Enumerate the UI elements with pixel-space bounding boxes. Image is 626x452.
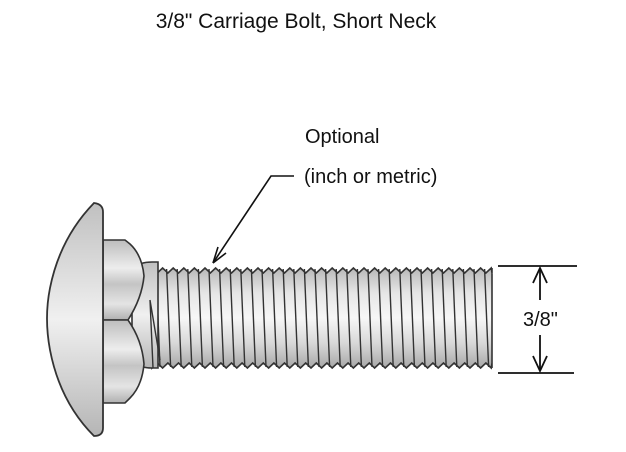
- neck-thread-start: [149, 299, 161, 369]
- thread-crest-line: [367, 268, 373, 368]
- thread-crest-line: [335, 268, 341, 368]
- thread-crest-line: [409, 268, 416, 368]
- thread-crest-line: [250, 268, 257, 368]
- thread-crest-line: [399, 268, 405, 368]
- thread-crest-line: [240, 268, 246, 368]
- thread-crest-line: [293, 268, 299, 368]
- thread-crest-line: [430, 268, 437, 368]
- dimension-label-diameter: 3/8": [523, 309, 558, 331]
- thread-crest-line: [197, 268, 204, 368]
- callout-leader-arrow: [212, 175, 294, 264]
- thread-crest-line: [261, 268, 267, 368]
- callout-label-thread-type: (inch or metric): [304, 166, 438, 188]
- thread-crest-line: [346, 268, 352, 368]
- thread-crest-line: [388, 268, 394, 368]
- thread-crest-line: [356, 268, 363, 368]
- thread-crest-line: [473, 268, 479, 368]
- thread-crest-line: [165, 268, 172, 368]
- square-neck: [102, 239, 145, 404]
- thread-crest-line: [452, 268, 458, 368]
- thread-crest-line: [314, 268, 320, 368]
- diameter-dimension: [498, 265, 577, 374]
- thread-crest-line: [377, 268, 384, 368]
- thread-crest-line: [420, 268, 426, 368]
- thread-crest-line: [282, 268, 288, 368]
- thread-crest-line: [462, 268, 469, 368]
- diagram-title: 3/8" Carriage Bolt, Short Neck: [155, 10, 437, 33]
- threaded-shank: [151, 266, 493, 370]
- thread-crest-line: [271, 268, 278, 368]
- thread-crest-line: [324, 268, 331, 368]
- thread-crest-line: [229, 268, 235, 368]
- thread-crest-line: [187, 268, 193, 368]
- bolt-head: [46, 202, 104, 437]
- thread-crest-line: [208, 268, 214, 368]
- callout-label-optional: Optional: [305, 126, 380, 148]
- thread-crest-line: [441, 268, 447, 368]
- thread-crest-line: [483, 268, 490, 368]
- thread-crest-line: [176, 268, 182, 368]
- thread-crest-line: [303, 268, 310, 368]
- thread-crest-line: [218, 268, 225, 368]
